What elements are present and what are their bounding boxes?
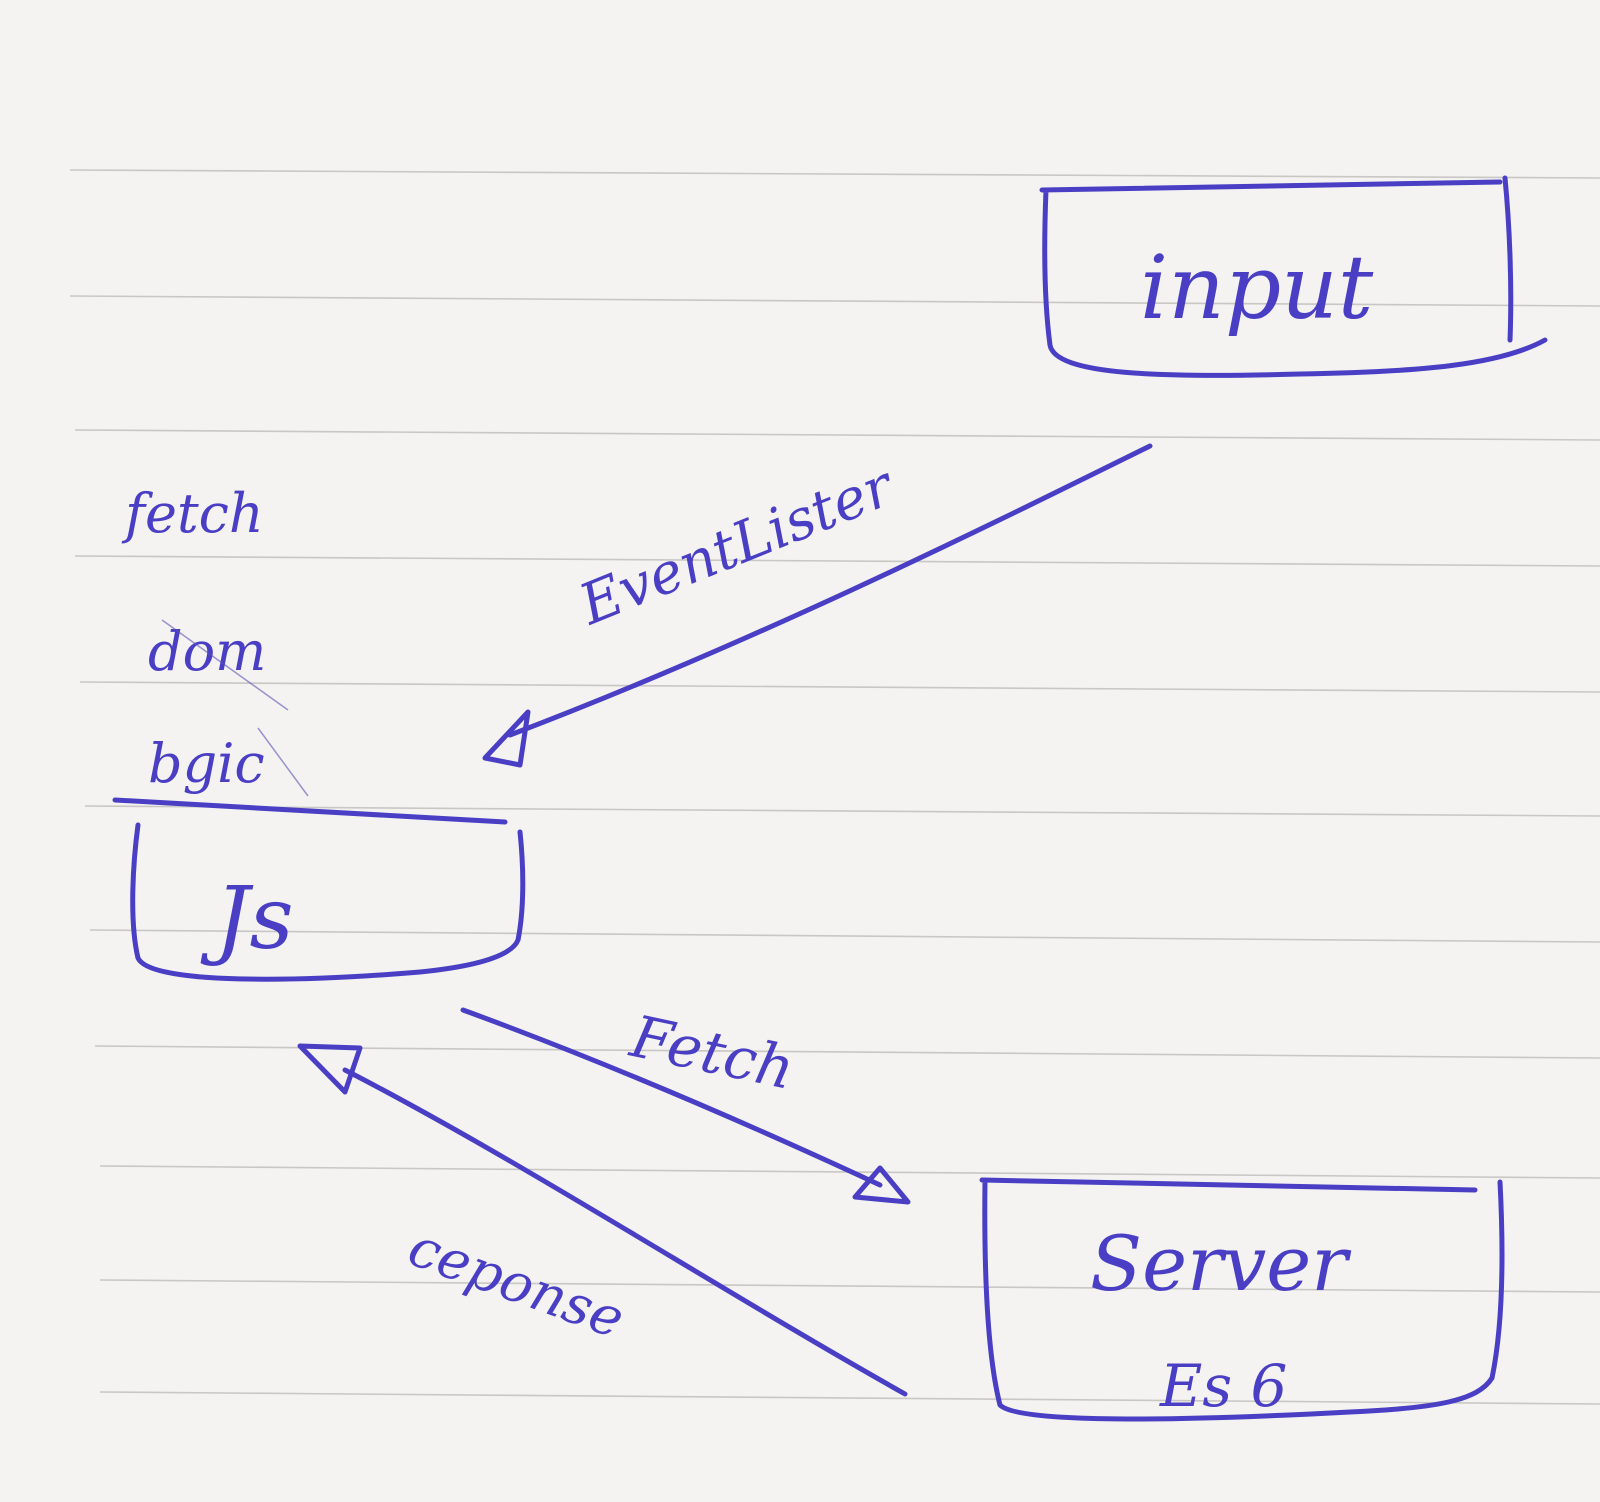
- response-label: ceponse: [401, 1215, 633, 1351]
- server-node: Server Es 6: [979, 1177, 1505, 1422]
- input-node: input: [1039, 175, 1548, 378]
- ruled-lines: [69, 169, 1600, 1405]
- note-logic-strike: [257, 727, 309, 797]
- input-label: input: [1140, 236, 1374, 339]
- server-label: Server: [1090, 1219, 1352, 1308]
- fetch-label: Fetch: [624, 1002, 800, 1103]
- fetch-arrow: Fetch: [460, 1002, 911, 1205]
- note-dom-strike: [161, 619, 289, 711]
- event-listener-arrow: EventLister: [482, 443, 1153, 768]
- note-fetch: fetch: [121, 482, 264, 545]
- response-arrow: ceponse: [297, 1043, 908, 1397]
- event-listener-label: EventLister: [570, 453, 905, 639]
- js-node: Js: [112, 797, 526, 982]
- server-sublabel: Es 6: [1159, 1352, 1287, 1420]
- note-logic: bgic: [148, 732, 265, 795]
- js-label: Js: [200, 869, 294, 969]
- side-notes: fetch dom bgic: [121, 482, 309, 797]
